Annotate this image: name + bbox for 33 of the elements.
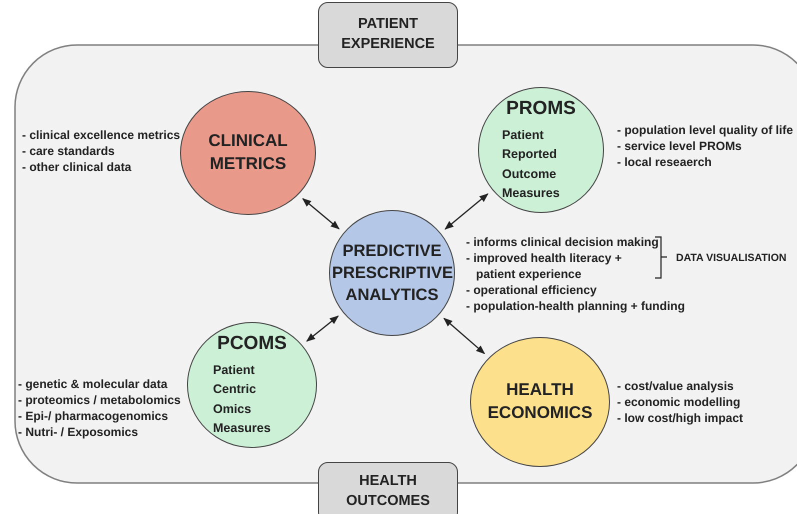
node-title: HEALTH ECONOMICS bbox=[486, 379, 594, 424]
node-title: PCOMS bbox=[217, 332, 287, 356]
bullet-text: - Epi-/ pharmacogenomics bbox=[18, 408, 168, 424]
bullet-text: - operational efficiency bbox=[466, 282, 597, 298]
label-box bbox=[318, 462, 458, 514]
double-arrow bbox=[443, 318, 486, 354]
node-title: PROMS bbox=[506, 97, 576, 122]
node-title: CLINICAL METRICS bbox=[207, 130, 289, 175]
double-arrow bbox=[444, 193, 488, 230]
double-arrow bbox=[306, 316, 339, 342]
label-box bbox=[318, 2, 458, 68]
bullet-text: - economic modelling bbox=[617, 394, 740, 410]
bullet-text: - informs clinical decision making bbox=[466, 234, 659, 250]
bullet-text: - local reseaerch bbox=[617, 154, 712, 170]
node-title: PREDICTIVE PRESCRIPTIVE ANALYTICS bbox=[332, 240, 452, 306]
annotation-text: DATA VISUALISATION bbox=[676, 251, 786, 266]
double-arrow bbox=[302, 198, 340, 230]
bullet-text: - improved health literacy + patient experience bbox=[466, 250, 623, 282]
bullet-text: - care standards bbox=[22, 143, 115, 159]
node-subtitle: Patient Centric Omics Measures bbox=[213, 362, 272, 438]
node-title: HEALTH OUTCOMES bbox=[345, 472, 431, 511]
node-title: PATIENT EXPERIENCE bbox=[340, 15, 436, 54]
bullet-text: - proteomics / metabolomics bbox=[18, 392, 181, 408]
bullet-text: - genetic & molecular data bbox=[18, 376, 168, 392]
bullet-text: - clinical excellence metrics bbox=[22, 127, 180, 143]
bullet-text: - Nutri- / Exposomics bbox=[18, 424, 138, 440]
bullet-text: - population level quality of life bbox=[617, 122, 794, 138]
node-subtitle: Patient Reported Outcome Measures bbox=[502, 127, 561, 202]
bullet-text: - other clinical data bbox=[22, 159, 132, 175]
bullet-text: - low cost/high impact bbox=[617, 410, 744, 426]
bullet-text: - cost/value analysis bbox=[617, 378, 734, 394]
bullet-text: - service level PROMs bbox=[617, 138, 742, 154]
bullet-text: - population-health planning + funding bbox=[466, 298, 685, 314]
